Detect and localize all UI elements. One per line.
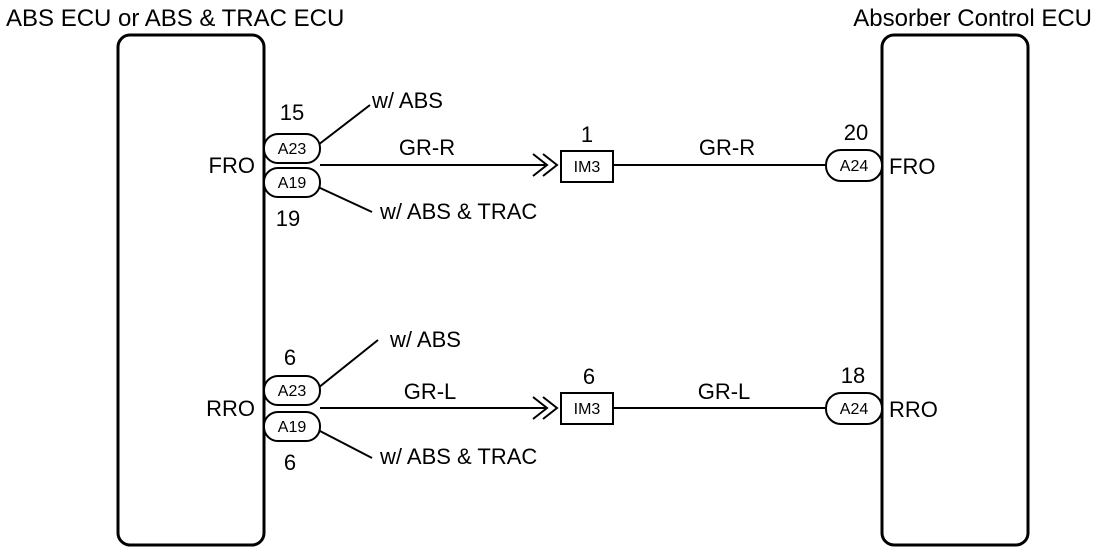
- pin-number: 18: [841, 363, 865, 388]
- left-ecu-box: [116, 33, 266, 547]
- circuit-fro: FRO A23 15 w/ ABS A19 19 w/ ABS & TRAC G…: [209, 88, 936, 231]
- left-signal-label: RRO: [206, 396, 255, 421]
- option-note: w/ ABS & TRAC: [379, 199, 537, 224]
- right-signal-label: RRO: [889, 397, 938, 422]
- connector-a24: [825, 149, 883, 182]
- wire-color-label: GR-L: [404, 379, 457, 404]
- connector-a24: [825, 392, 883, 425]
- wire-color-label: GR-R: [699, 135, 755, 160]
- right-ecu-box: [880, 33, 1030, 547]
- leader-line: [317, 429, 373, 459]
- junction-arrow-icon: [532, 153, 559, 177]
- connector-a19: [263, 167, 321, 198]
- pin-number: 19: [276, 206, 300, 231]
- connector-a23: [263, 133, 321, 164]
- pin-number: 6: [583, 364, 595, 389]
- connector-label: A24: [840, 401, 869, 418]
- connector-label: A23: [278, 383, 307, 400]
- connector-label: IM3: [574, 401, 601, 418]
- pin-number: 15: [280, 100, 304, 125]
- pin-number: 20: [844, 120, 868, 145]
- junction-arrow-icon: [532, 396, 559, 420]
- connector-label: IM3: [574, 159, 601, 176]
- option-note: w/ ABS: [371, 88, 443, 113]
- pin-number: 6: [284, 345, 296, 370]
- connector-a23: [263, 375, 321, 406]
- connector-label: A19: [278, 175, 307, 192]
- left-signal-label: FRO: [209, 153, 255, 178]
- connector-a19: [263, 411, 321, 442]
- junction-connector-im3: [560, 150, 614, 183]
- junction-connector-im3: [560, 392, 614, 425]
- option-note: w/ ABS & TRAC: [379, 444, 537, 469]
- leader-line: [317, 186, 373, 213]
- pin-number: 6: [284, 450, 296, 475]
- connector-label: A19: [278, 419, 307, 436]
- leader-line: [317, 104, 371, 146]
- right-signal-label: FRO: [889, 154, 935, 179]
- connector-label: A24: [840, 158, 869, 175]
- circuit-rro: RRO A23 6 w/ ABS A19 6 w/ ABS & TRAC GR-…: [206, 327, 938, 475]
- connector-label: A23: [278, 141, 307, 158]
- wire-color-label: GR-R: [399, 135, 455, 160]
- right-ecu-title: Absorber Control ECU: [853, 5, 1092, 32]
- leader-line: [317, 339, 379, 389]
- option-note: w/ ABS: [389, 327, 461, 352]
- pin-number: 1: [581, 122, 593, 147]
- wire-color-label: GR-L: [698, 379, 751, 404]
- left-ecu-title: ABS ECU or ABS & TRAC ECU: [6, 5, 344, 32]
